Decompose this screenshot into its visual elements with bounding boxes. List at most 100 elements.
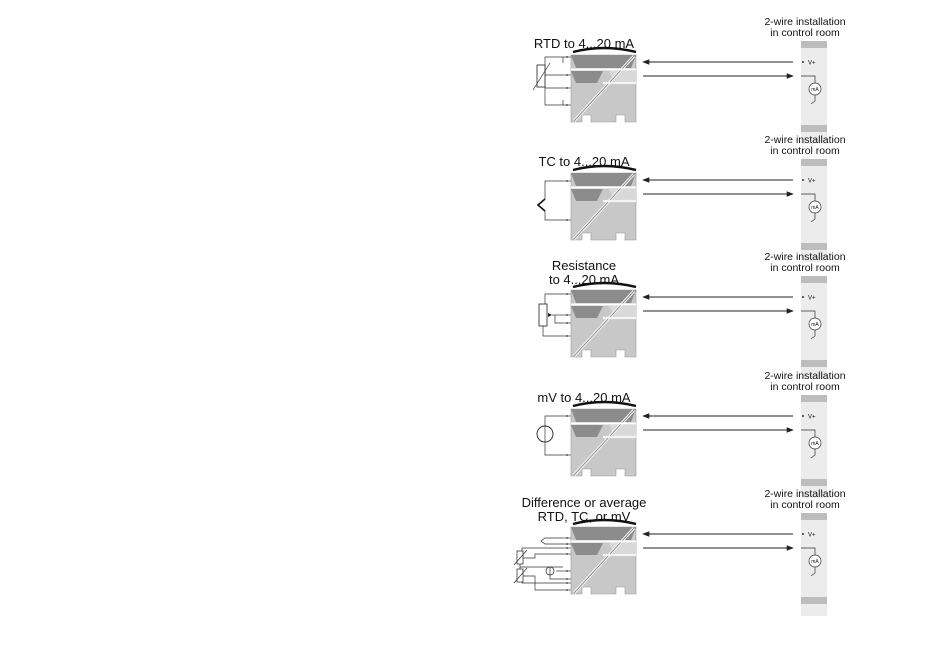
potentiometer — [538, 303, 548, 327]
resistance-lead — [544, 293, 563, 304]
module-terminal-block — [571, 543, 603, 555]
supply-terminal-dot — [802, 296, 804, 298]
control-rail-cap-bottom — [801, 243, 827, 250]
ammeter-label: mA — [811, 322, 819, 328]
supply-label: V+ — [808, 533, 816, 539]
rtd-resistor — [536, 64, 546, 88]
control-rail-cap-bottom — [801, 125, 827, 132]
diff-lead — [523, 575, 563, 591]
loop-wire — [801, 547, 816, 555]
terminal-dot — [566, 578, 568, 580]
module-terminal-block — [571, 71, 603, 83]
module-top-terminals — [571, 527, 636, 540]
diff-lead — [521, 581, 563, 584]
control-room-title: in control room — [770, 381, 840, 393]
module-highlight-edge — [573, 55, 635, 122]
module-terminal-block — [571, 189, 603, 201]
terminal-dot — [566, 537, 568, 539]
terminal-dot — [566, 180, 568, 182]
control-rail-cap-bottom — [801, 597, 827, 604]
module-top-terminals — [571, 55, 636, 68]
loop-wire — [810, 95, 816, 105]
control-rail-cap-top — [801, 395, 827, 402]
module-top-terminals — [571, 173, 636, 186]
panel-title: Resistance — [552, 258, 616, 273]
diff-rtd-1 — [516, 550, 524, 565]
module-terminal-block — [571, 425, 603, 437]
terminal-dot — [566, 104, 568, 106]
supply-label: V+ — [808, 296, 816, 302]
ammeter-label: mA — [811, 441, 819, 447]
loop-wire — [801, 429, 816, 437]
loop-wire — [810, 330, 816, 340]
terminal-dot — [566, 547, 568, 549]
control-room-title: in control room — [770, 145, 840, 157]
control-rail-cap-bottom — [801, 479, 827, 486]
control-room-title: 2-wire installation — [764, 251, 845, 263]
terminal-dot — [566, 543, 568, 545]
control-rail-cap-top — [801, 159, 827, 166]
module-top-terminals — [571, 290, 636, 303]
supply-terminal-dot — [802, 61, 804, 63]
terminal-dot — [566, 314, 568, 316]
control-room-title: 2-wire installation — [764, 134, 845, 146]
terminal-dot — [566, 56, 568, 58]
module-highlight-edge — [573, 290, 635, 357]
panel-title: Difference or average — [522, 495, 647, 510]
resistance-lead — [542, 326, 563, 337]
module-highlight-edge — [573, 527, 635, 594]
diff-lead — [521, 547, 563, 551]
terminal-dot — [566, 553, 568, 555]
supply-label: V+ — [808, 179, 816, 185]
diff-tc-1 — [540, 537, 563, 545]
control-room-title: 2-wire installation — [764, 370, 845, 382]
mv-lead — [544, 415, 563, 426]
terminal-dot — [566, 335, 568, 337]
terminal-dot — [566, 322, 568, 324]
supply-terminal-dot — [802, 533, 804, 535]
terminal-dot — [566, 589, 568, 591]
rtd-lead — [544, 100, 564, 106]
terminal-dot — [566, 219, 568, 221]
loop-wire — [801, 310, 816, 318]
terminal-dot — [566, 74, 568, 76]
wiper-arrow — [548, 313, 552, 317]
supply-terminal-dot — [802, 179, 804, 181]
thermocouple-junction — [536, 198, 546, 212]
terminal-dot — [566, 570, 568, 572]
diff-rtd-arrow-1 — [513, 549, 528, 566]
module-lid — [572, 518, 637, 526]
module-lid — [572, 281, 637, 289]
mv-lead — [544, 442, 563, 456]
module-lid — [572, 164, 637, 172]
diff-lead — [549, 575, 563, 580]
ammeter-label: mA — [811, 205, 819, 211]
supply-label: V+ — [808, 61, 816, 67]
module-highlight-edge — [573, 173, 635, 240]
terminal-dot — [566, 415, 568, 417]
module-top-terminals — [571, 409, 636, 422]
rtd-lead — [544, 56, 564, 63]
supply-terminal-dot — [802, 415, 804, 417]
diff-rtd-2 — [516, 568, 524, 583]
loop-wire — [810, 213, 816, 223]
control-room-title: in control room — [770, 262, 840, 274]
terminal-dot — [566, 582, 568, 584]
loop-wire — [801, 193, 816, 201]
control-rail-cap-top — [801, 41, 827, 48]
control-rail-cap-bottom — [801, 360, 827, 367]
resistance-lead — [554, 315, 563, 324]
control-room-title: in control room — [770, 27, 840, 39]
module-lid — [572, 46, 637, 54]
diff-lead — [519, 564, 563, 568]
control-room-title: 2-wire installation — [764, 488, 845, 500]
loop-wire — [810, 449, 816, 459]
supply-label: V+ — [808, 415, 816, 421]
